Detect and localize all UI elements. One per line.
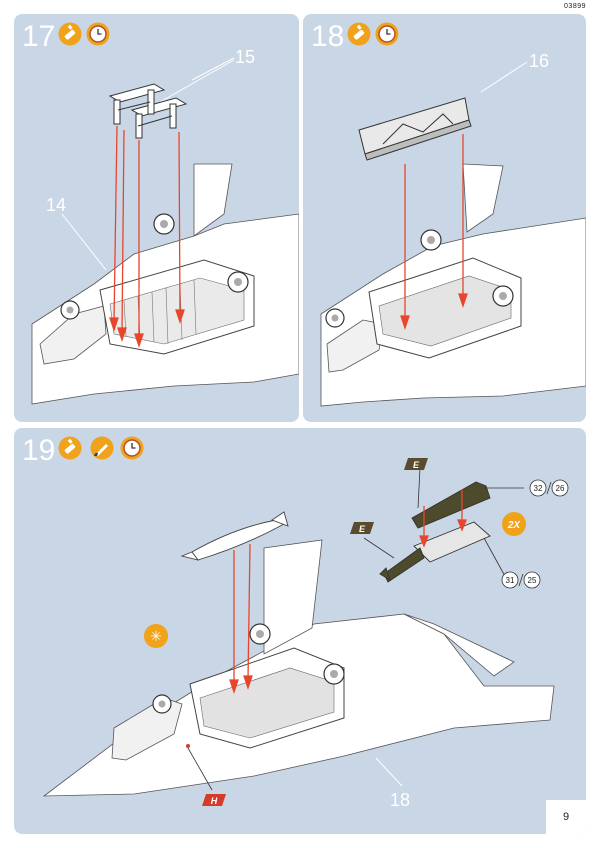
part-ref-25: 25	[528, 576, 537, 585]
paint-tag-e-upper: E	[413, 460, 420, 470]
glue-tube-icon	[58, 436, 82, 460]
clock-icon	[120, 436, 144, 460]
clock-icon	[375, 22, 399, 46]
step-17-panel: 17 15 14	[14, 14, 299, 422]
part-ref-26: 26	[556, 484, 565, 493]
glue-point-icon	[144, 624, 168, 648]
paint-tag-h: H	[211, 796, 218, 806]
step-18-panel: 18 16	[303, 14, 586, 422]
paint-tag-e-lower: E	[359, 524, 366, 534]
step-18-drawing	[320, 61, 586, 407]
glue-tube-icon	[347, 22, 371, 46]
step-number: 17	[22, 20, 56, 53]
callout-part-16: 16	[529, 51, 550, 71]
step-17-drawing	[31, 57, 299, 405]
multiplier-badge: 2X	[507, 520, 522, 531]
step-number: 19	[22, 434, 56, 467]
callout-part-15: 15	[235, 47, 256, 67]
part-ref-31: 31	[506, 576, 515, 585]
part-ref-32: 32	[534, 484, 543, 493]
page-number: 9	[546, 800, 586, 834]
document-code: 03899	[564, 3, 586, 10]
step-19-drawing: ✳ 32 26 31 25 2X	[42, 458, 569, 806]
step-number: 18	[311, 20, 345, 53]
glue-tube-icon	[58, 22, 82, 46]
step-19-panel: 19 18 ✳	[14, 428, 586, 834]
clock-icon	[86, 22, 110, 46]
callout-part-18: 18	[390, 790, 411, 810]
svg-text:✳: ✳	[150, 628, 162, 644]
callout-part-14: 14	[46, 195, 67, 215]
paint-brush-icon	[90, 436, 114, 460]
